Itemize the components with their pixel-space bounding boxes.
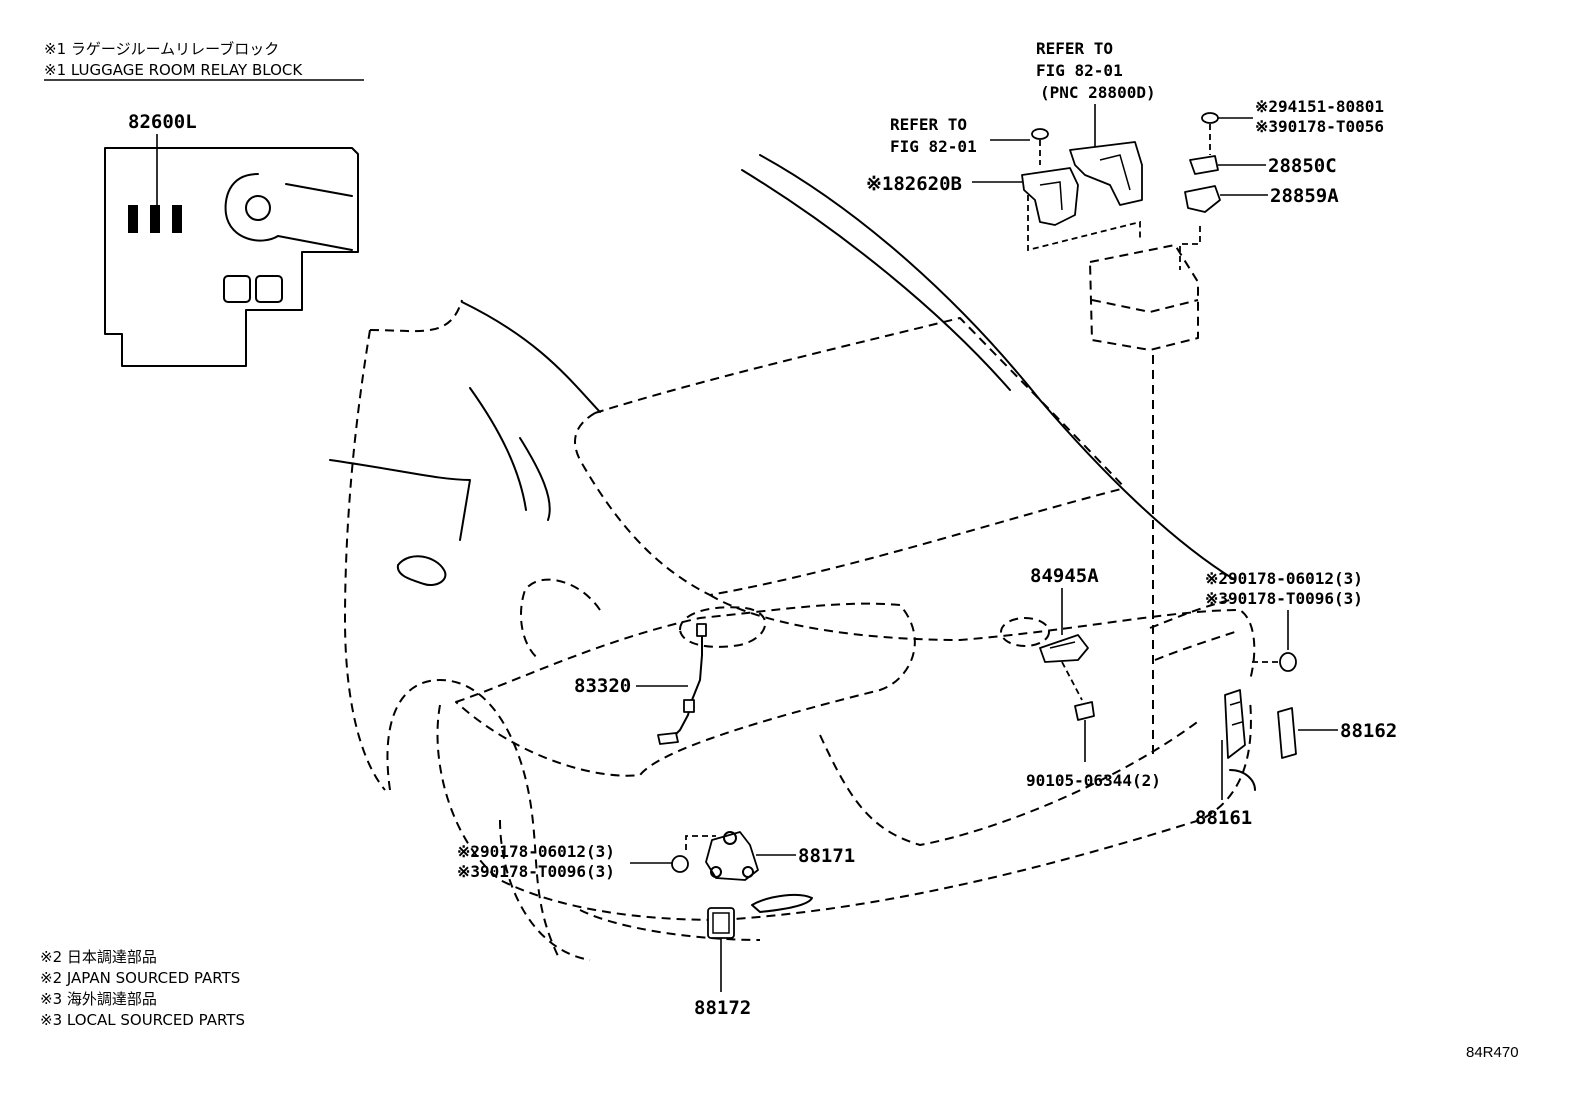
note-local-en: ※3 LOCAL SOURCED PARTS [40, 1011, 245, 1029]
label-88161: 88161 [1195, 807, 1252, 829]
relay-block-detail [1039, 181, 1063, 211]
relay-socket [255, 275, 283, 303]
wire-83320 [671, 624, 703, 739]
wheel-arch-dash [386, 679, 561, 961]
trunk-edge-dash [709, 594, 1256, 681]
relay-fuse-housing [224, 173, 353, 251]
bracket-detail [1099, 154, 1131, 191]
quarter-window-line [329, 459, 471, 541]
roof-inner-line [741, 169, 1011, 391]
rear-window-edge [519, 437, 551, 521]
bracket-hole [742, 866, 754, 878]
battery-edge [1091, 299, 1199, 313]
relay-socket [223, 275, 251, 303]
refer-top-line3: (PNC 28800D) [1040, 83, 1156, 102]
refer-top-line2: FIG 82-01 [1036, 61, 1123, 80]
label-28850c: 28850C [1268, 155, 1337, 177]
lamp-detail [1229, 701, 1243, 726]
refer-top-line1: REFER TO [1036, 39, 1113, 58]
note-japan-jp: ※2 日本調達部品 [40, 948, 157, 966]
relay-terminal [128, 205, 138, 233]
relay-block-inset: ※1 ラゲージルームリレーブロック ※1 LUGGAGE ROOM RELAY … [44, 40, 364, 367]
relay-block-legend-jp: ※1 ラゲージルームリレーブロック [44, 40, 279, 58]
sensor-face [712, 912, 730, 934]
roof-edge-line [759, 154, 1236, 581]
lamp-88162 [1277, 707, 1297, 759]
label-90178-t0056: ※390178-T0056 [1255, 117, 1384, 136]
bumper-bottom-dash [579, 909, 761, 941]
note-japan-en: ※2 JAPAN SOURCED PARTS [40, 969, 240, 987]
rear-glass-outline [594, 317, 1126, 489]
vehicle-body [329, 154, 1256, 961]
terminal-nut [1201, 112, 1219, 124]
relay-block-part [1021, 167, 1079, 226]
label-90105: 90105-06344(2) [1026, 771, 1161, 790]
sourcing-notes: ※2 日本調達部品 ※2 JAPAN SOURCED PARTS ※3 海外調達… [40, 948, 245, 1029]
connector-83320 [696, 623, 707, 637]
note-local-jp: ※3 海外調達部品 [40, 990, 157, 1008]
door-handle [396, 555, 447, 586]
tail-lamp-edge [1229, 769, 1256, 791]
wheel-arch-inner [499, 819, 591, 961]
bracket-hole [710, 866, 722, 878]
label-88172: 88172 [694, 997, 751, 1019]
label-94151: ※294151-80801 [1255, 97, 1384, 116]
relay-fuse-hole [245, 195, 271, 221]
terminal-28850c [1189, 155, 1219, 175]
bottom-components: ※290178-06012(3) ※390178-T0096(3) 88171 … [457, 831, 855, 1019]
label-83320: 83320 [574, 675, 631, 697]
connector-83320 [683, 699, 695, 713]
bracket-88171 [705, 831, 759, 881]
battery-outline [1089, 244, 1199, 351]
relay-terminal [150, 205, 160, 233]
nut [1031, 128, 1049, 140]
relay-block-outline [104, 147, 359, 367]
label-28859a: 28859A [1270, 185, 1339, 207]
top-components: REFER TO FIG 82-01 (PNC 28800D) REFER TO… [866, 39, 1384, 760]
label-84945a: 84945A [1030, 565, 1099, 587]
nut-left-dash [685, 835, 716, 850]
label-88162: 88162 [1340, 720, 1397, 742]
battery-bracket [1069, 141, 1143, 206]
refer-left-line1: REFER TO [890, 115, 967, 134]
body-dash-line [369, 299, 463, 333]
relay-block-legend-en: ※1 LUGGAGE ROOM RELAY BLOCK [44, 61, 303, 79]
relay-block-part-number: 82600L [128, 111, 197, 133]
screw-90105 [1074, 701, 1095, 721]
label-88171: 88171 [798, 845, 855, 867]
figure-id: 84R470 [1466, 1044, 1519, 1061]
c-pillar-line [461, 301, 601, 413]
terminal-28859a [1184, 185, 1221, 213]
rear-door-dash [344, 329, 386, 791]
garnish-dash [1154, 631, 1236, 661]
fuel-lid-dash [519, 578, 601, 661]
nut-left [671, 855, 689, 873]
screw-dash [1061, 661, 1083, 701]
label-82620b: ※182620B [866, 173, 962, 195]
emblem-outline [1000, 617, 1050, 647]
middle-components: 83320 84945A 90105-06344(2) ※290178-0601… [574, 565, 1397, 829]
nut-right [1279, 652, 1297, 672]
bracket-hole [723, 831, 737, 845]
refer-left-line2: FIG 82-01 [890, 137, 977, 156]
relay-terminal [172, 205, 182, 233]
label-90178-t0096-left: ※390178-T0096(3) [457, 862, 615, 881]
bumper-upper-dash [819, 719, 1201, 846]
switch-detail [1049, 641, 1076, 649]
garnish-dash [1149, 599, 1231, 629]
rear-reflector [751, 893, 813, 913]
spare-cover-dash [679, 606, 766, 648]
label-90178-06012-left: ※290178-06012(3) [457, 842, 615, 861]
label-90178-t0096-right: ※390178-T0096(3) [1205, 589, 1363, 608]
label-90178-06012-right: ※290178-06012(3) [1205, 569, 1363, 588]
sensor-83320 [657, 732, 679, 745]
battery-dash-link [1027, 195, 1141, 252]
trunk-cover-outline [455, 602, 916, 777]
switch-84945a [1039, 634, 1089, 663]
rear-door-edge [469, 387, 527, 511]
trunk-lid-outline [574, 412, 1126, 596]
battery-dash-link [1179, 226, 1201, 270]
bumper-lower-dash [436, 699, 1252, 921]
